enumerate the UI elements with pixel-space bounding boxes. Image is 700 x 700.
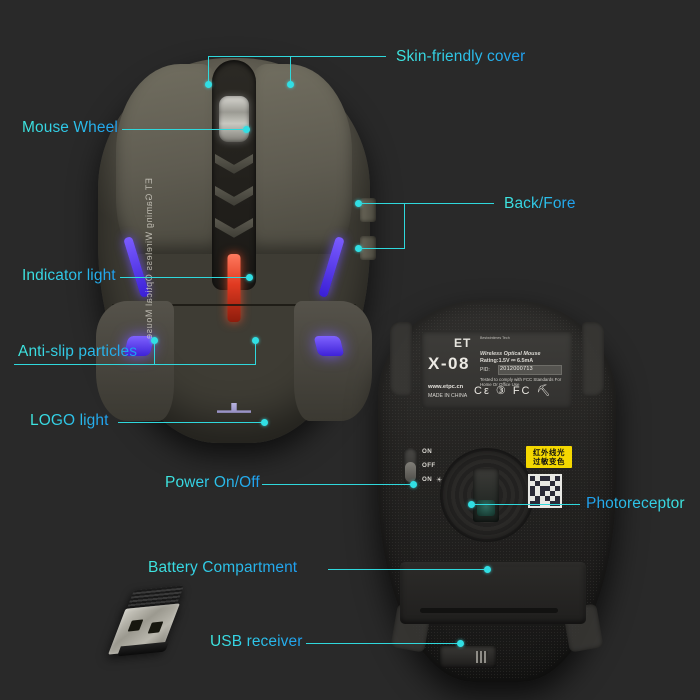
leader-dot-side-button-bottom <box>355 245 362 252</box>
led-glow-right <box>313 336 345 356</box>
leader-dot-photoreceptor <box>468 501 475 508</box>
leader-line-back-fore-bottom <box>360 248 405 250</box>
leader-line-skin-cover-right-stem <box>290 56 292 84</box>
battery-door-latch-slot <box>420 608 558 613</box>
mouse-side-branding-text: ET Gaming Wireless Optical Mouse <box>144 178 154 340</box>
leader-dot-side-button-top <box>355 200 362 207</box>
leader-dot-indicator-light <box>246 274 253 281</box>
callout-label-logo-light: LOGO light <box>30 412 109 429</box>
leader-dot-anti-slip-right <box>252 337 259 344</box>
leader-dot-logo-light <box>261 419 268 426</box>
mouse-top-view-image: ET Gaming Wireless Optical Mouse <box>96 58 376 443</box>
callout-label-power-on-off: Power On/Off <box>165 474 260 491</box>
sun-icon: ☀ <box>436 477 443 484</box>
switch-label-on: ON <box>422 448 433 455</box>
side-button-forward <box>360 198 376 222</box>
leader-line-skin-cover-left-stem <box>208 56 210 84</box>
brand-text: ET <box>454 336 472 350</box>
right-click-button <box>248 64 352 254</box>
mouse-underside-image: ET Bestwintimes Tech X-08 Wireless Optic… <box>378 300 616 682</box>
leader-line-skin-cover-bar <box>208 56 386 58</box>
warning-line-2: 过敏变色 <box>533 457 565 466</box>
product-spec-label: ET Bestwintimes Tech X-08 Wireless Optic… <box>422 332 572 408</box>
anti-slip-wing-left <box>96 301 174 421</box>
leader-line-anti-slip-left-stem <box>154 340 156 365</box>
glide-pad <box>390 322 412 396</box>
leader-dot-power-switch <box>410 481 417 488</box>
usb-receiver-storage-bay <box>440 646 496 668</box>
leader-line-indicator-light <box>120 277 250 279</box>
leader-line-photoreceptor <box>472 504 580 506</box>
origin-text: MADE IN CHINA <box>428 393 468 399</box>
pid-prefix: PID: <box>480 367 490 373</box>
certification-marks: Cε ③ FC ⛏ <box>474 385 553 397</box>
pid-box <box>498 365 562 375</box>
left-click-button <box>116 64 220 254</box>
leader-dot-battery-compartment <box>484 566 491 573</box>
fcc-compliance: Tested to comply with FCC Standards For … <box>480 377 562 388</box>
leader-line-back-fore-bar <box>404 203 494 205</box>
callout-label-usb-receiver: USB receiver <box>210 633 303 650</box>
qr-code-sticker <box>528 474 562 508</box>
leader-line-anti-slip-bar <box>14 364 256 366</box>
power-rating: Rating:1.5V ⎓ 6.5mA <box>480 358 534 364</box>
logo-light-emblem <box>217 403 251 413</box>
model-number: X-08 <box>428 354 470 373</box>
switch-label-on-light: ON <box>422 476 433 483</box>
brand-subtext: Bestwintimes Tech <box>480 336 510 340</box>
switch-label-off: OFF <box>422 462 436 469</box>
indicator-light-led <box>227 254 241 322</box>
leader-line-back-fore-top <box>360 203 405 205</box>
leader-dot-anti-slip-left <box>151 337 158 344</box>
warning-sticker: 红外线光 过敏变色 <box>526 446 572 468</box>
photoreceptor-lens <box>477 500 495 516</box>
warning-line-1: 红外线光 <box>533 448 565 457</box>
usb-receiver-dongle-image <box>108 585 186 658</box>
leader-dot-usb-receiver <box>457 640 464 647</box>
leader-line-logo-light <box>118 422 265 424</box>
leader-line-power-switch <box>262 484 414 486</box>
leader-dot-skin-cover-right <box>287 81 294 88</box>
scroll-wheel <box>219 96 249 142</box>
leader-line-usb-receiver <box>306 643 461 645</box>
glide-pad <box>582 322 604 396</box>
leader-line-mouse-wheel <box>122 129 247 131</box>
pid-value: 2012000713 <box>500 366 533 372</box>
battery-compartment-door[interactable] <box>400 562 586 624</box>
product-type: Wireless Optical Mouse <box>480 351 541 357</box>
leader-dot-skin-cover-left <box>205 81 212 88</box>
leader-line-back-fore-stem <box>404 203 406 249</box>
leader-dot-mouse-wheel <box>243 126 250 133</box>
anti-slip-wing-right <box>294 301 372 421</box>
website-text: www.etpc.cn <box>428 384 464 390</box>
callout-label-battery-compartment: Battery Compartment <box>148 559 298 576</box>
callout-label-skin-friendly-cover: Skin-friendly cover <box>396 48 526 65</box>
leader-line-anti-slip-right-stem <box>255 340 257 365</box>
leader-line-battery-compartment <box>328 569 488 571</box>
power-switch-knob[interactable] <box>405 462 416 482</box>
callout-label-back-fore: Back/Fore <box>504 195 576 212</box>
